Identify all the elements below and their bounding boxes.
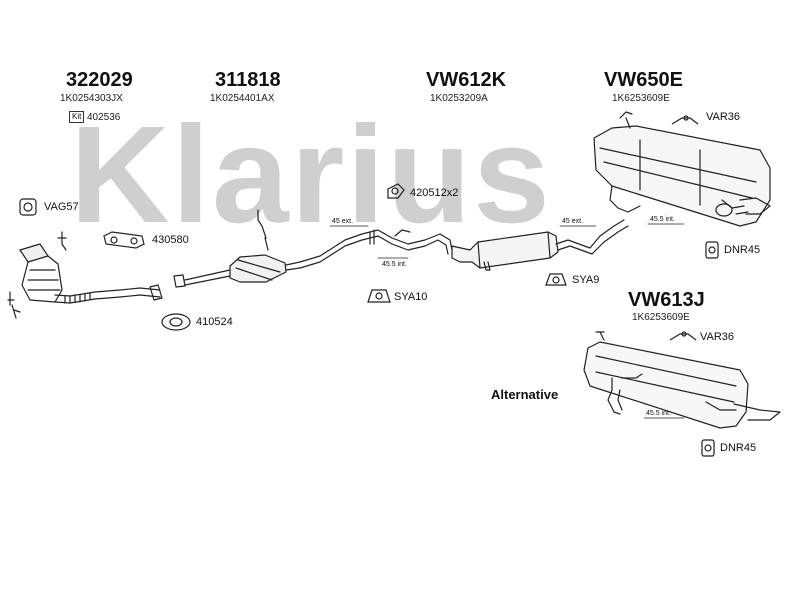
accessory-label-var36-bottom: VAR36 bbox=[700, 331, 735, 343]
part-ref-vw613j: 1K6253609E bbox=[632, 312, 690, 323]
ring-gasket-icon bbox=[161, 313, 191, 331]
part-ref-311818: 1K0254401AX bbox=[210, 93, 275, 104]
catalytic-converter-drawing bbox=[7, 231, 163, 319]
rubber-mount-icon-sya9 bbox=[545, 273, 567, 286]
dimension-label: 45.5 int. bbox=[382, 261, 407, 268]
accessory-label-410524: 410524 bbox=[196, 316, 233, 328]
part-ref-vw612k: 1K0253209A bbox=[430, 93, 488, 104]
hanger-icon-top bbox=[671, 115, 699, 125]
part-ref-vw650e: 1K6253609E bbox=[612, 93, 670, 104]
kit-code: 402536 bbox=[87, 112, 121, 123]
alternative-label: Alternative bbox=[491, 387, 559, 402]
part-code-vw650e: VW650E bbox=[604, 69, 683, 91]
gasket-icon bbox=[19, 198, 37, 216]
accessory-label-sya9: SYA9 bbox=[572, 274, 600, 286]
accessory-label-vag57: VAG57 bbox=[44, 201, 79, 213]
part-code-vw612k: VW612K bbox=[426, 69, 507, 91]
accessory-label-var36-top: VAR36 bbox=[706, 111, 741, 123]
clamp-icon bbox=[387, 183, 405, 199]
accessory-label-430580: 430580 bbox=[152, 234, 189, 246]
center-pipe-drawing bbox=[173, 209, 453, 288]
dimension-label: 45 ext. bbox=[332, 218, 354, 225]
part-code-322029: 322029 bbox=[66, 69, 133, 91]
accessory-label-sya10: SYA10 bbox=[394, 291, 428, 303]
dimension-leaders bbox=[329, 223, 685, 419]
dimension-label: 45 ext. bbox=[562, 218, 584, 225]
middle-silencer-drawing bbox=[451, 219, 629, 271]
part-ref-322029: 1K0254303JX bbox=[60, 93, 123, 104]
accessory-label-420512: 420512x2 bbox=[410, 187, 459, 199]
dimension-label: 45.5 int. bbox=[646, 410, 671, 417]
part-code-311818: 311818 bbox=[215, 69, 281, 91]
damper-icon-top bbox=[705, 241, 719, 259]
brand-watermark: Klarius bbox=[70, 98, 552, 252]
dimension-label: 45.5 int. bbox=[650, 216, 675, 223]
flange-gasket-icon bbox=[103, 231, 145, 249]
kit-badge: Kit bbox=[69, 111, 85, 123]
accessory-label-dnr45-bottom: DNR45 bbox=[720, 442, 757, 454]
hanger-icon-bottom bbox=[669, 331, 697, 341]
rubber-mount-icon-sya10 bbox=[367, 289, 391, 303]
alternative-silencer-drawing bbox=[583, 331, 781, 429]
damper-icon-bottom bbox=[701, 439, 715, 457]
accessory-label-dnr45-top: DNR45 bbox=[724, 244, 761, 256]
rear-silencer-drawing bbox=[593, 111, 771, 227]
part-code-vw613j: VW613J bbox=[628, 289, 705, 311]
